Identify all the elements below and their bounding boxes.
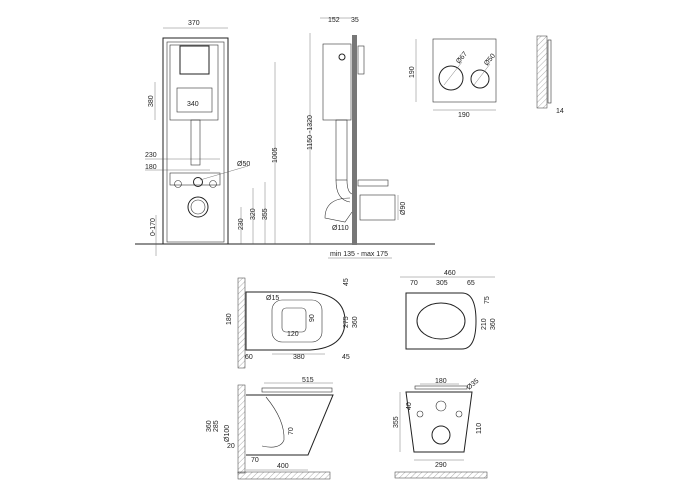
dim-outlet-dia: Ø110 — [332, 225, 349, 232]
dim-plate-gap: 35 — [351, 17, 359, 24]
outlet — [431, 425, 451, 445]
bowl-profile — [246, 394, 334, 456]
bowl-front-outline — [405, 391, 473, 453]
dim-drain-dia: Ø50 — [237, 161, 250, 168]
dim-bowl-length: 515 — [302, 377, 314, 384]
dim-bolt-drop: 40 — [406, 402, 413, 410]
dim-total-height: 1005 — [272, 147, 279, 163]
dim-seat-front: 65 — [467, 280, 475, 287]
dim-button-small: Ø50 — [483, 53, 497, 68]
dim-base-width: 290 — [435, 462, 447, 469]
dim-seat-length: 460 — [444, 270, 456, 277]
button-large — [438, 65, 464, 91]
dim-plate-width: 190 — [458, 112, 470, 119]
bowl-top-view: Ø15 180 45 275 360 120 90 60 380 45 — [226, 277, 359, 369]
dim-bolt-outer: 230 — [145, 152, 157, 159]
dim-drain-height: 320 — [250, 208, 257, 220]
dim-front-outlet-height: 110 — [476, 423, 483, 434]
drain-inlet — [193, 177, 203, 187]
flush-opening — [179, 45, 210, 75]
flush-plate — [432, 38, 497, 103]
button-small — [470, 69, 490, 89]
wall-hatch — [536, 35, 548, 109]
wall-section — [352, 35, 357, 245]
dim-width: 370 — [188, 20, 200, 27]
dim-bolt-spacing: 180 — [226, 313, 233, 325]
dim-seat-mid: 305 — [436, 280, 448, 287]
dim-wall-gap: 70 — [251, 457, 259, 464]
dim-leg-adjust: 0-170 — [150, 218, 157, 236]
dim-front-height: 355 — [393, 416, 400, 428]
dim-hinge-offset: 70 — [410, 280, 418, 287]
bolt — [174, 180, 182, 188]
dim-inner-depth: 275 — [343, 316, 350, 328]
dim-seat-width: 360 — [490, 318, 497, 330]
dim-bowl-height: 360 — [206, 420, 213, 432]
seat-lid — [261, 387, 333, 393]
bowl-side-view: 515 360 285 Ø100 20 70 400 70 — [206, 377, 334, 480]
bowl-front-view: 180 Ø35 40 355 110 290 — [393, 378, 488, 479]
dim-opening-width: 120 — [287, 331, 299, 338]
dim-top-offset: 75 — [484, 296, 491, 304]
dim-depth: 152 — [328, 17, 340, 24]
seat-top-view: 460 70 305 65 75 210 360 — [400, 270, 497, 350]
dim-bolt-height: 355 — [262, 208, 269, 220]
flush-plate-view: Ø67 Ø50 190 190 14 — [409, 35, 564, 119]
dim-tank-height: 380 — [148, 95, 155, 107]
dim-inlet-height: 285 — [213, 420, 220, 432]
dim-opening-height: 90 — [309, 314, 316, 322]
frame-side-view: 152 35 1150 -1320 Ø110 Ø90 min 135 - max… — [300, 17, 435, 259]
dim-tank-width: 340 — [187, 101, 199, 108]
dim-plate-height: 190 — [409, 66, 416, 78]
dim-outlet-dia: Ø100 — [224, 425, 231, 442]
drain-connector — [359, 194, 396, 221]
seat-opening — [416, 302, 466, 340]
dim-hole-dia: Ø35 — [466, 378, 481, 392]
dim-inner-width: 210 — [481, 318, 488, 330]
flush-pipe — [190, 119, 201, 166]
frame-front-view: 370 380 340 230 180 Ø50 1005 355 320 230… — [135, 20, 300, 256]
dim-outlet-height: 20 — [227, 443, 235, 450]
dim-outlet-height: 230 — [238, 218, 245, 230]
outlet-pipe — [187, 196, 209, 218]
plate-profile — [547, 39, 552, 104]
frame-outline — [162, 37, 229, 245]
dim-button-large: Ø67 — [455, 51, 469, 66]
bolt — [209, 180, 217, 188]
dim-total-width: 360 — [352, 316, 359, 328]
dim-rim-offset: 45 — [343, 278, 350, 286]
dim-base: 400 — [277, 463, 289, 470]
dim-plate-thickness: 14 — [556, 108, 564, 115]
dim-depth-range: min 135 - max 175 — [330, 251, 388, 258]
dim-wall-offset: 60 — [245, 354, 253, 361]
bowl-outline — [245, 291, 346, 351]
dim-height-range: 1150 -1320 — [307, 115, 314, 150]
seat-outline — [405, 292, 477, 350]
floor-hatch — [237, 471, 331, 480]
dim-inlet-dia: Ø90 — [400, 202, 407, 215]
dim-front-offset: 45 — [342, 354, 350, 361]
dim-bolt-inner: 180 — [145, 164, 157, 171]
dim-length: 380 — [293, 354, 305, 361]
cistern-side — [322, 43, 352, 121]
dim-bolt-dia: Ø15 — [266, 295, 279, 302]
dim-water-depth: 70 — [288, 427, 295, 435]
dim-front-bolt-spacing: 180 — [435, 378, 447, 385]
